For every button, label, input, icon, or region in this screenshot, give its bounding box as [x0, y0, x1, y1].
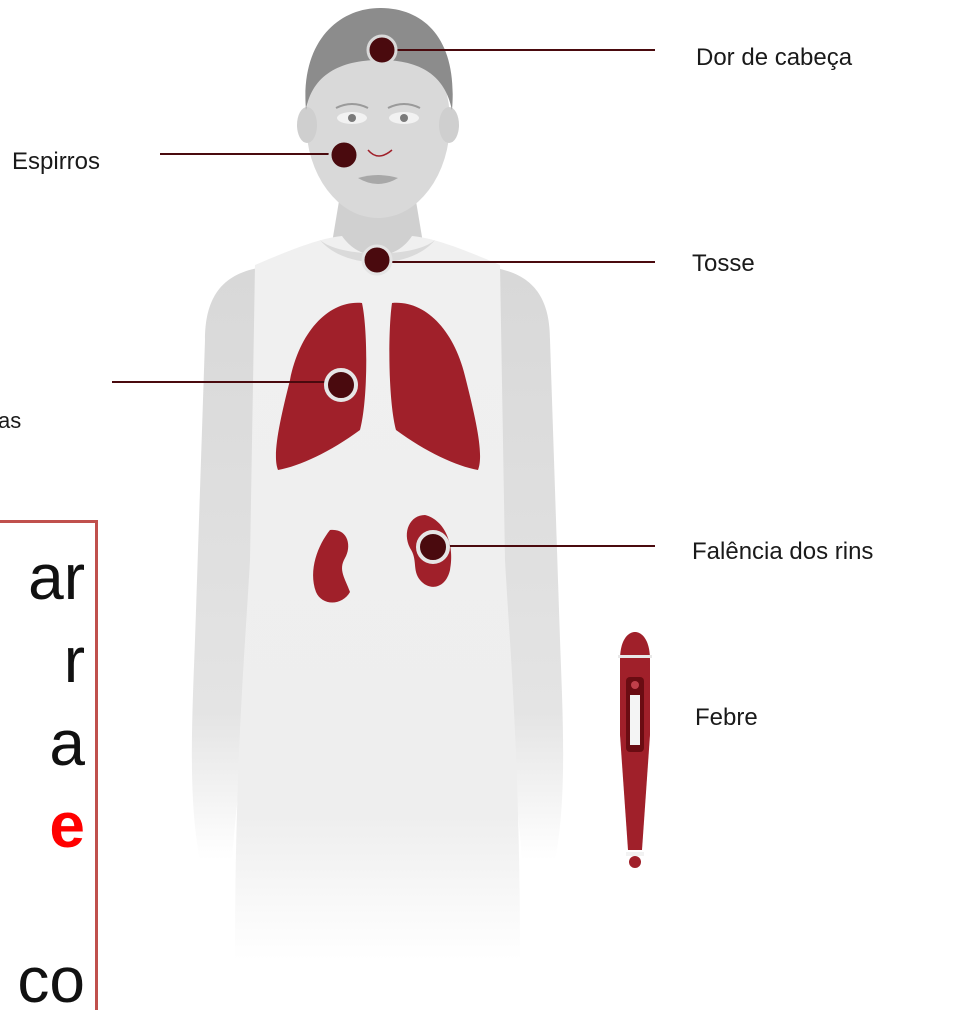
label-fever: Febre — [695, 706, 758, 730]
marker-lungs — [326, 370, 356, 400]
marker-sneezing — [330, 141, 358, 169]
callout-line-highlight: e — [49, 793, 85, 857]
callout-line: ar — [28, 545, 85, 609]
callout-line: co — [17, 948, 85, 1010]
marker-kidney — [418, 532, 448, 562]
human-figure — [192, 8, 563, 960]
label-cough: Tosse — [692, 252, 755, 276]
label-lungs-partial: as — [0, 410, 21, 432]
marker-headache — [368, 36, 396, 64]
label-headache: Dor de cabeça — [696, 46, 852, 70]
label-kidney-failure: Falência dos rins — [692, 540, 873, 564]
label-sneezing: Espirros — [12, 150, 100, 174]
thermometer-icon — [618, 632, 652, 868]
callout-line: a — [49, 711, 85, 775]
marker-cough — [363, 246, 391, 274]
symptoms-diagram — [0, 0, 955, 981]
callout-line: r — [64, 628, 85, 692]
callout-box: ar r a e co — [0, 520, 98, 1010]
